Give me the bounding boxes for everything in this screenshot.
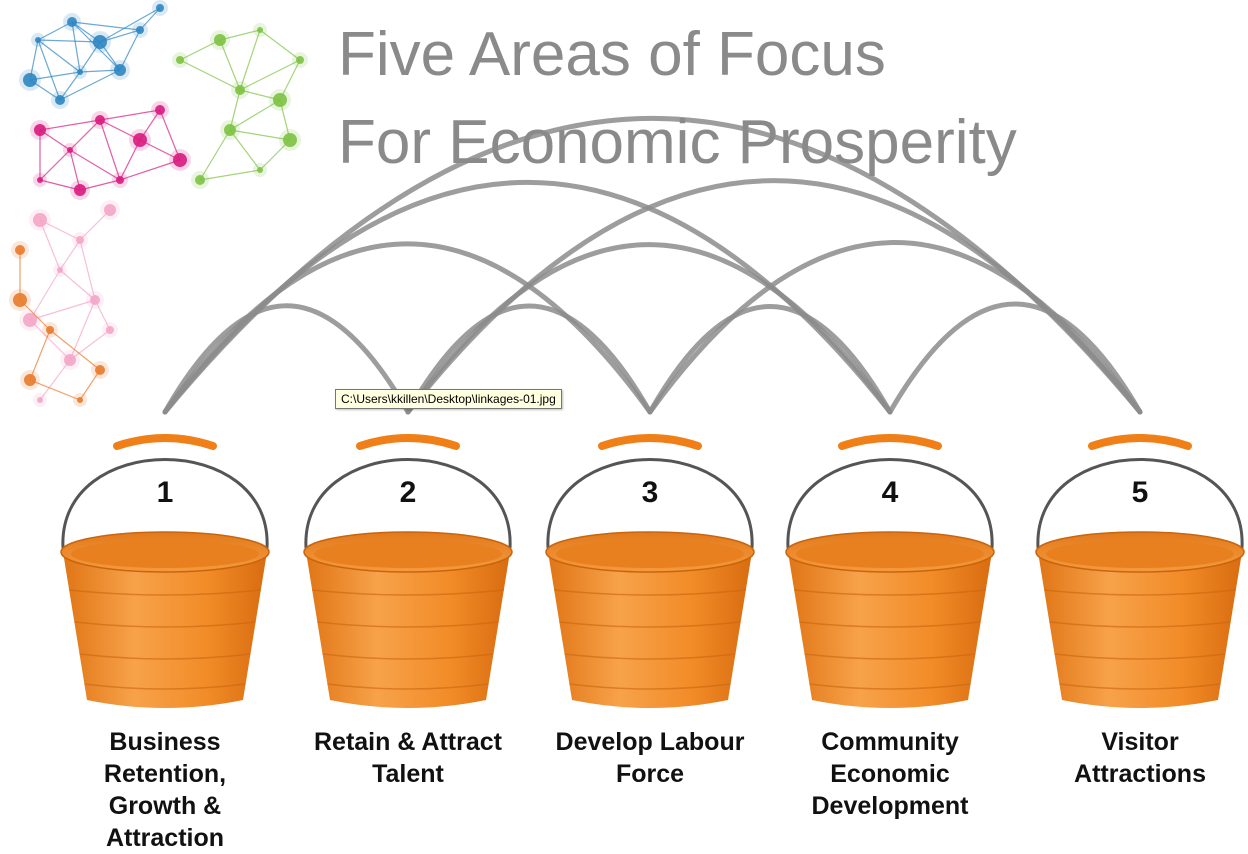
bucket-number-4: 4	[881, 476, 899, 509]
bucket-inside	[314, 540, 502, 568]
network-cluster	[19, 0, 168, 109]
bucket-ridge	[1059, 683, 1221, 690]
bucket-2	[303, 434, 513, 708]
bucket-number-3: 3	[641, 476, 659, 509]
bucket-ridge	[79, 653, 251, 660]
linkage-arc-3-5	[647, 240, 1143, 415]
page-title-line-2: For Economic Prosperity	[338, 108, 1017, 177]
bucket-handle-grip	[356, 434, 460, 450]
bucket-handle-wire	[61, 458, 269, 549]
bucket-ridge	[1054, 653, 1226, 660]
bucket-body	[306, 552, 510, 708]
bucket-ridge	[74, 621, 256, 628]
file-path-tooltip: C:\Users\kkillen\Desktop\linkages-01.jpg	[335, 389, 562, 409]
bucket-handle-wire	[786, 458, 994, 549]
linkage-arc-4-5	[887, 301, 1143, 415]
bucket-ridge	[569, 683, 731, 690]
network-cluster	[172, 23, 308, 189]
bucket-ridge	[69, 589, 261, 596]
bucket-handle-grip	[113, 434, 217, 450]
bucket-ridge	[564, 653, 736, 660]
network-cluster	[30, 101, 191, 200]
bucket-body	[788, 552, 992, 708]
bucket-ridge	[312, 589, 504, 596]
bucket-handle-wire	[546, 458, 754, 549]
bucket-ridge	[794, 589, 986, 596]
bucket-row	[60, 434, 1245, 708]
bucket-number-5: 5	[1131, 476, 1149, 509]
bucket-ridge	[327, 683, 489, 690]
bucket-1	[60, 434, 270, 708]
linkage-arc-2-3	[405, 303, 653, 415]
bucket-ridge	[554, 589, 746, 596]
network-cluster	[19, 200, 120, 407]
bucket-ridge	[1049, 621, 1231, 628]
bucket-number-1: 1	[156, 476, 174, 509]
bucket-handle-grip	[598, 434, 702, 450]
bucket-handle-grip	[838, 434, 942, 450]
bucket-ridge	[799, 621, 981, 628]
bucket-handle-wire	[1036, 458, 1244, 549]
bucket-ridge	[809, 683, 971, 690]
bucket-ridge	[84, 683, 246, 690]
bucket-ridge	[1044, 589, 1236, 596]
linkage-arcs	[162, 116, 1143, 415]
bucket-4	[785, 434, 995, 708]
bucket-ridge	[559, 621, 741, 628]
page-title-line-1: Five Areas of Focus	[338, 20, 886, 89]
network-graphic	[9, 0, 308, 407]
bucket-ridge	[317, 621, 499, 628]
bucket-inside	[796, 540, 984, 568]
bucket-body	[548, 552, 752, 708]
bucket-ridge	[804, 653, 976, 660]
linkage-arc-3-4	[647, 304, 893, 415]
bucket-body	[63, 552, 267, 708]
bucket-ridge	[322, 653, 494, 660]
bucket-body	[1038, 552, 1242, 708]
bucket-3	[545, 434, 755, 708]
network-cluster	[9, 241, 109, 407]
bucket-inside	[556, 540, 744, 568]
bucket-inside	[71, 540, 259, 568]
bucket-number-2: 2	[399, 476, 417, 509]
bucket-handle-wire	[304, 458, 512, 549]
bucket-inside	[1046, 540, 1234, 568]
bucket-handle-grip	[1088, 434, 1192, 450]
linkage-arc-1-2	[162, 303, 411, 415]
bucket-5	[1035, 434, 1245, 708]
